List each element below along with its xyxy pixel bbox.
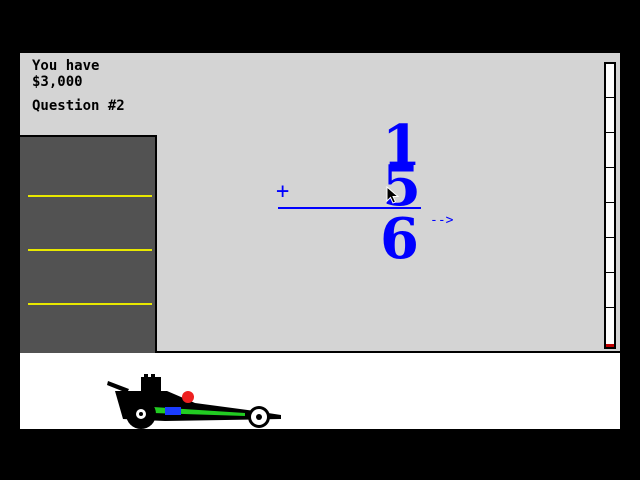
sum-line xyxy=(278,207,421,209)
dragster-car-icon xyxy=(107,374,281,429)
gauge-tick xyxy=(606,272,614,273)
gauge-tick xyxy=(606,132,614,133)
plus-operator: + xyxy=(276,179,290,204)
gauge-tick xyxy=(606,97,614,98)
race-track xyxy=(20,353,620,429)
floor-line xyxy=(28,195,152,197)
gauge-tick xyxy=(606,307,614,308)
gauge-fill xyxy=(606,344,614,347)
gauge-tick xyxy=(606,202,614,203)
progress-gauge xyxy=(604,62,616,349)
money-amount: $3,000 xyxy=(32,74,83,90)
gauge-tick xyxy=(606,167,614,168)
math-problem: 1 5 + 6 --> xyxy=(20,53,620,351)
second-addend: 5 xyxy=(382,153,421,219)
arrow-cursor-icon xyxy=(386,186,400,204)
first-addend: 1 xyxy=(382,113,421,179)
question-number: Question #2 xyxy=(32,98,125,114)
floor-line xyxy=(28,249,152,251)
game-screen: You have $3,000 Question #2 1 5 + 6 --> xyxy=(20,53,620,429)
play-area: You have $3,000 Question #2 1 5 + 6 --> xyxy=(20,53,620,353)
gauge-tick xyxy=(606,237,614,238)
money-label: You have xyxy=(32,58,100,74)
floor-line xyxy=(28,303,152,305)
answer-input[interactable]: 6 xyxy=(380,206,419,272)
building-block xyxy=(20,135,157,353)
next-arrow[interactable]: --> xyxy=(430,213,454,228)
